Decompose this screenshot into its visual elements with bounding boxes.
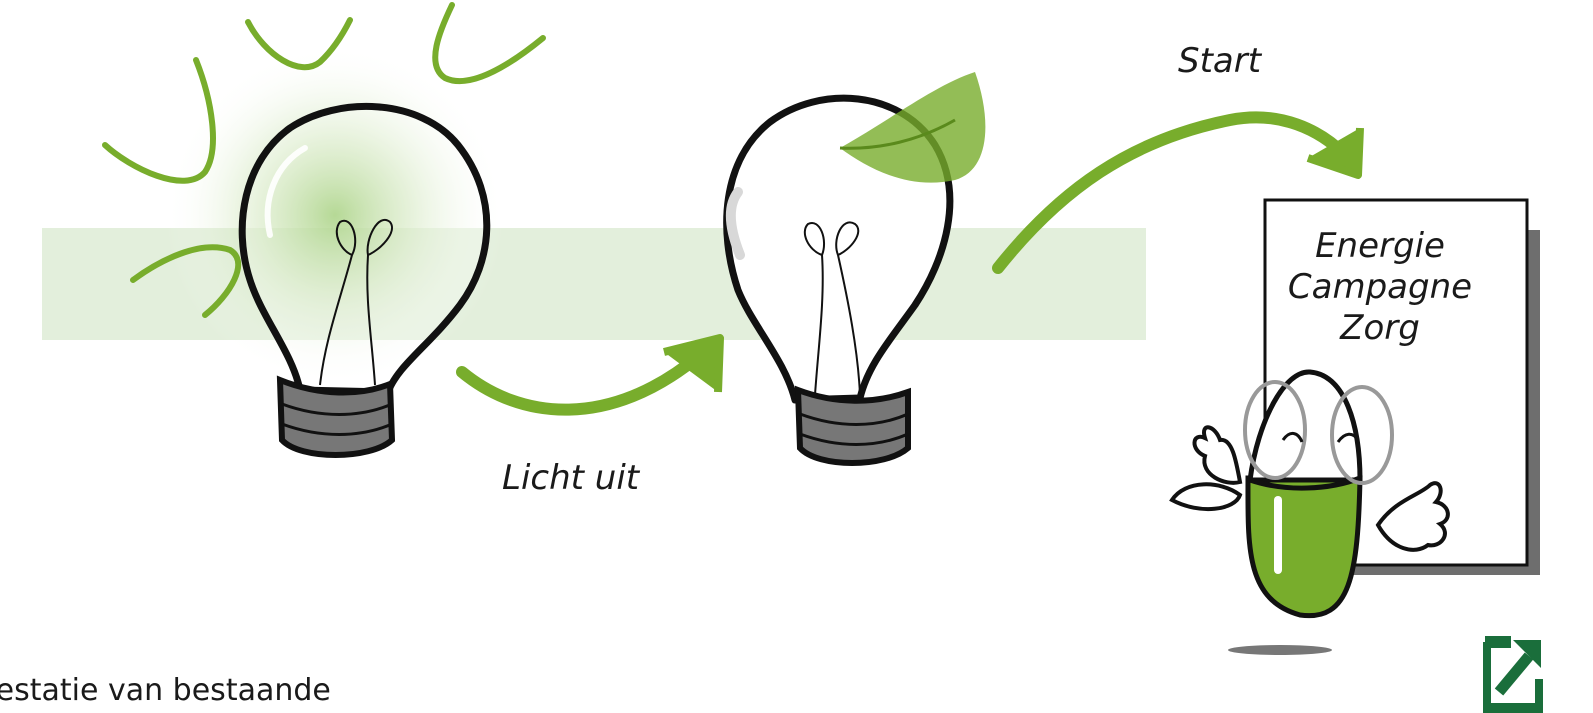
start-label: Start bbox=[1178, 41, 1262, 81]
card-text: Energie Campagne Zorg bbox=[1282, 226, 1478, 348]
licht-uit-label: Licht uit bbox=[502, 458, 640, 498]
arrow-start bbox=[992, 111, 1364, 274]
card-line-2: Campagne bbox=[1287, 266, 1473, 307]
footer-text: restatie van bestaande bbox=[0, 673, 331, 708]
lightbulb-leaf-icon bbox=[723, 72, 986, 466]
expand-icon[interactable] bbox=[1483, 634, 1543, 713]
pill-mascot-icon bbox=[1169, 369, 1450, 655]
arrow-licht-uit bbox=[456, 334, 724, 416]
card-line-1: Energie bbox=[1315, 226, 1445, 266]
card-line-3: Zorg bbox=[1340, 307, 1420, 348]
lightbulb-on-icon bbox=[102, 2, 546, 458]
